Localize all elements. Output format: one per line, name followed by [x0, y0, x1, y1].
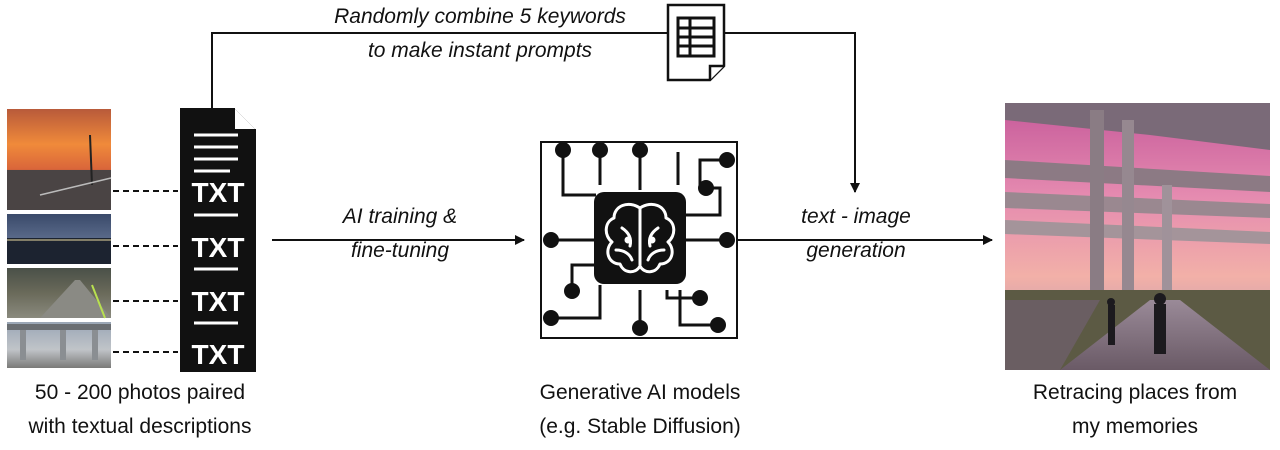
output-caption-line2: my memories — [1071, 415, 1198, 438]
prompt-label: Randomly combine 5 keywords to make inst… — [300, 0, 660, 68]
dataset-caption: 50 - 200 photos paired with textual desc… — [0, 376, 280, 444]
dataset-photo-sunset — [7, 109, 112, 210]
dataset-photo-harbor-night — [7, 214, 111, 264]
training-label: AI training & fine-tuning — [300, 200, 500, 268]
dataset-caption-line1: 50 - 200 photos paired — [34, 381, 246, 404]
training-label-line1: AI training & — [342, 205, 458, 228]
prompt-path — [211, 32, 860, 193]
brain-icon — [604, 202, 676, 274]
pairing-connectors — [113, 190, 178, 353]
txt-tag: TXT — [192, 177, 245, 208]
training-label-line2: fine-tuning — [350, 239, 450, 262]
dataset-caption-line2: with textual descriptions — [28, 415, 252, 438]
generation-label-line1: text - image — [801, 205, 911, 228]
model-caption-line1: Generative AI models — [539, 381, 741, 404]
model-caption-line2: (e.g. Stable Diffusion) — [539, 415, 741, 438]
dataset-photo-street — [7, 268, 111, 319]
prompt-label-line2: to make instant prompts — [367, 39, 593, 62]
document-icon: TXT TXT TXT TXT — [180, 108, 256, 372]
output-caption-line1: Retracing places from — [1032, 381, 1238, 404]
prompt-label-line1: Randomly combine 5 keywords — [334, 5, 626, 28]
model-caption: Generative AI models (e.g. Stable Diffus… — [490, 376, 790, 444]
txt-tag: TXT — [192, 286, 245, 317]
output-caption: Retracing places from my memories — [990, 376, 1280, 444]
generated-output-image — [1005, 103, 1270, 370]
generation-label: text - image generation — [756, 200, 956, 268]
generation-label-line2: generation — [806, 239, 906, 262]
spreadsheet-icon — [666, 3, 726, 82]
dataset-photo-overpass — [7, 322, 111, 368]
txt-tag: TXT — [192, 339, 245, 370]
txt-tag: TXT — [192, 232, 245, 263]
